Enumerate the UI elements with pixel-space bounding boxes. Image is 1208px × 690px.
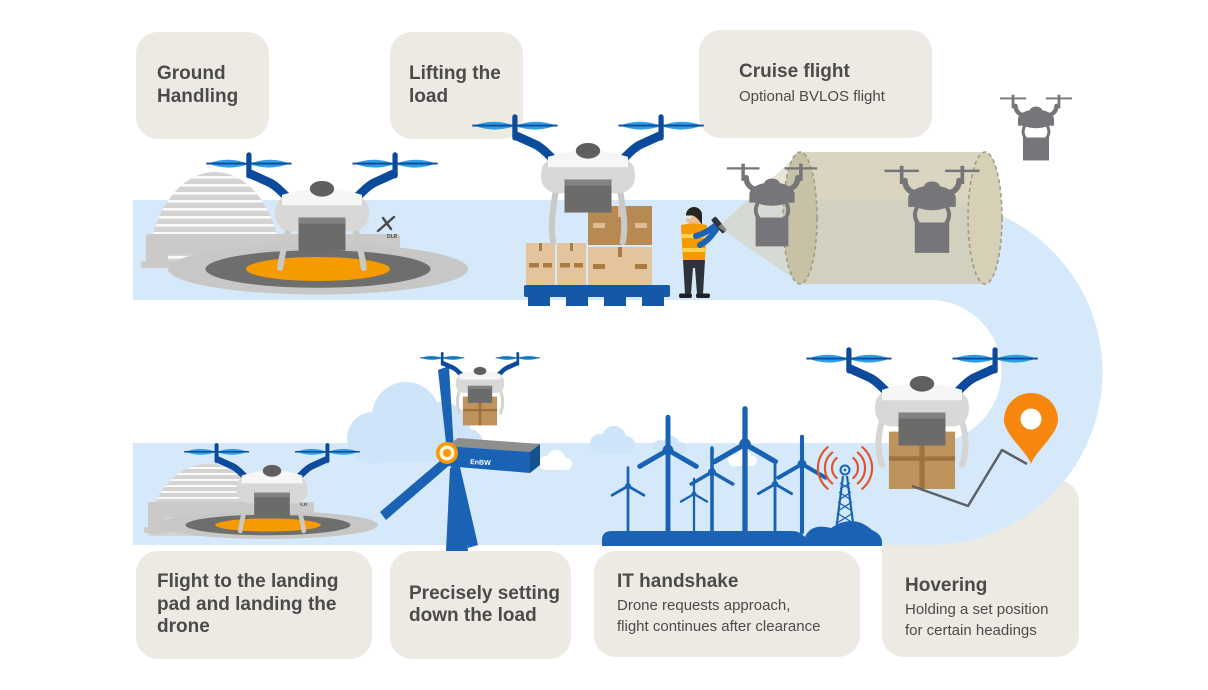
stage-title: Precisely setting down the load: [409, 582, 561, 626]
landing-pad-icon: [158, 511, 378, 539]
svg-text:DLR: DLR: [298, 502, 308, 507]
silhouette-drone-icon: [727, 164, 817, 247]
wind-turbine-icon: EnBW: [380, 366, 540, 551]
scene-setting-down: EnBW: [380, 353, 540, 551]
precision-target-icon: [436, 442, 458, 464]
stage-box-hovering: Hovering Holding a set position for cert…: [882, 480, 1079, 657]
enbw-logo: EnBW: [470, 459, 491, 467]
wind-farm-icon: [610, 409, 825, 532]
cloud-icon: [539, 450, 757, 470]
stage-title: Hovering: [905, 574, 988, 596]
drone-icon: [806, 350, 1037, 490]
hangar-front-icon: [144, 502, 318, 534]
drone-icon: [184, 445, 360, 531]
bvlos-corridor-icon: [718, 151, 1003, 285]
hangar-dome-icon: [149, 464, 268, 536]
stage-title: Ground Handling: [157, 63, 239, 107]
cargo-boxes-icon: [526, 206, 652, 285]
stage-box-flight-to-landing-pad: Flight to the landing pad and landing th…: [136, 551, 372, 659]
drone-icon: [420, 353, 540, 426]
stage-subtitle: Drone requests approach, flight continue…: [617, 597, 821, 635]
dlr-logo: DLR: [291, 488, 308, 507]
stage-box-lifting-the-load: Lifting the load: [390, 32, 523, 139]
pallet-icon: [524, 285, 670, 306]
stage-box-cruise-flight: Cruise flight Optional BVLOS flight: [699, 30, 932, 138]
cloud-icon: [347, 382, 686, 464]
scene-lifting-the-load: [472, 117, 727, 306]
stage-box-precisely-setting-down: Precisely setting down the load: [390, 551, 571, 659]
radio-tower-icon: [834, 464, 856, 532]
scene-flight-to-landing-pad: DLR: [144, 445, 378, 539]
stage-subtitle: Holding a set position for certain headi…: [905, 601, 1049, 639]
silhouette-drone-icon: [884, 166, 979, 253]
stage-title: Lifting the load: [409, 63, 501, 107]
scene-it-handshake: [602, 409, 882, 546]
wind-farm-ground: [602, 520, 882, 546]
operator-icon: [679, 207, 727, 298]
location-pin-icon: [1004, 393, 1058, 464]
silhouette-drone-icon: [1000, 95, 1072, 161]
stage-box-ground-handling: Ground Handling: [136, 32, 269, 139]
scene-ground-handling: DLR: [141, 155, 468, 295]
hangar-dome-icon: [149, 172, 281, 268]
landing-pad-icon: [168, 243, 468, 295]
svg-text:DLR: DLR: [387, 234, 398, 240]
stage-title: Flight to the landing pad and landing th…: [157, 571, 339, 638]
stage-box-it-handshake: IT handshake Drone requests approach, fl…: [594, 551, 860, 657]
stage-subtitle: Optional BVLOS flight: [739, 87, 885, 105]
radio-waves-icon: [816, 446, 874, 490]
stage-title: IT handshake: [617, 570, 739, 592]
drone-icon: [206, 155, 437, 268]
stage-title: Cruise flight: [739, 61, 850, 83]
dlr-logo: DLR: [376, 215, 398, 240]
controller-icon: [711, 216, 727, 234]
hangar-front-icon: [141, 234, 405, 268]
